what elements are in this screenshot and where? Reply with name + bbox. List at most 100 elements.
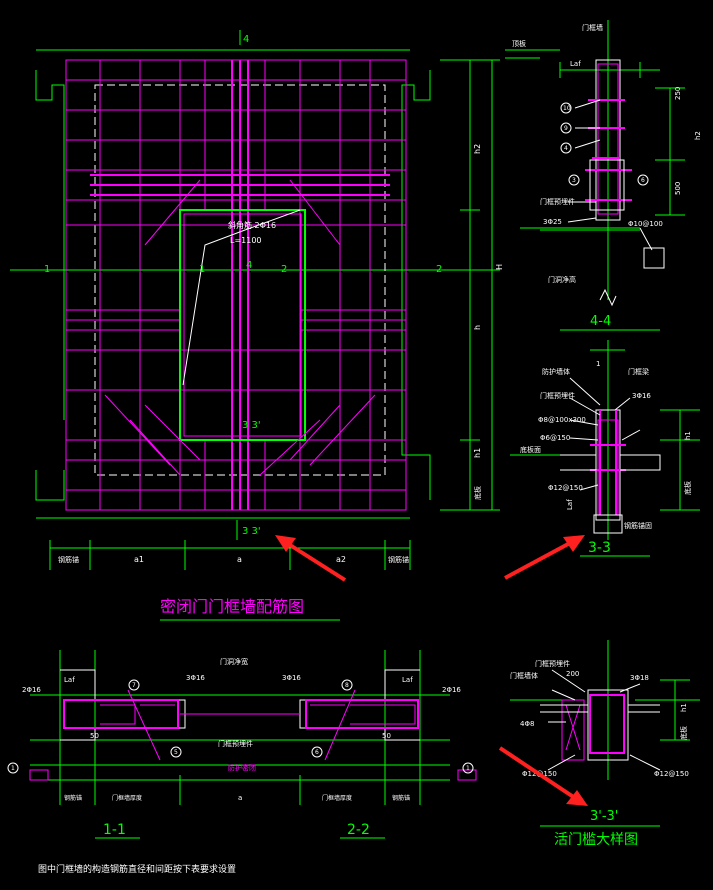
section-44-lines — [505, 20, 660, 300]
circle-1-left-label: 1 — [11, 765, 15, 772]
plan-left-tag — [29, 769, 49, 781]
section-44-250: 250 — [674, 87, 682, 100]
dim-h-total: h — [473, 325, 482, 330]
section-mark-left-inner: 1 — [199, 264, 205, 275]
section-33-floor-label: 底板面 — [520, 445, 541, 454]
plan-top-label: 门洞净宽 — [220, 657, 248, 666]
section-3p-3p: 门框预埋件 门框墙体 200 3Φ18 4Φ8 Φ12@150 Φ12@150 … — [510, 640, 700, 848]
section-3p-stirrups — [561, 699, 585, 761]
section-33-bar-c: Φ6@150 — [540, 434, 570, 442]
plan-door-label: 防护密闭 — [228, 763, 256, 772]
section-33-leaders — [569, 377, 641, 491]
circle-1-left-icon — [7, 762, 19, 774]
section-33-beam-label: 门框梁 — [628, 367, 649, 376]
arrow-33-head — [563, 535, 585, 552]
section-44-wall — [595, 59, 621, 221]
section-mark-top: 4 — [243, 34, 249, 45]
section-44-detail-box — [643, 247, 665, 269]
section-3p-floor: 底板 — [679, 726, 688, 740]
dim-h1: h1 — [473, 448, 482, 458]
section-44-h2: h2 — [694, 131, 702, 140]
section-44-top: 门框墙 — [582, 23, 603, 32]
plan-bar-left: 2Φ16 — [22, 686, 41, 694]
section-33-anchor: 钢筋锚固 — [624, 521, 652, 530]
section-1-1-2-2: 7 8 5 6 1 1 门洞净宽 Laf Laf 2Φ16 2Φ16 3Φ16 … — [7, 650, 477, 839]
wall-outline-right — [401, 70, 431, 500]
section-44-frame: 门框预埋件 — [540, 197, 575, 206]
wall-outline-left — [35, 70, 65, 501]
rebar-note-line2: L=1100 — [230, 236, 262, 245]
circle-6-icon — [637, 174, 649, 186]
section-33-laf: Laf — [566, 499, 574, 510]
section-33-stirrups — [590, 410, 626, 515]
section-mark-right: 2 — [436, 264, 442, 275]
section-mark-center: 4 — [246, 260, 252, 271]
plan-laf-right: Laf — [402, 676, 413, 684]
dim-h: H — [495, 264, 504, 270]
door-rebar-ring — [183, 213, 302, 437]
circle-5-label: 5 — [174, 749, 178, 756]
arrow-main-line — [288, 543, 347, 582]
section-3p-wall — [587, 689, 629, 761]
plan-laf-left: Laf — [64, 676, 75, 684]
section-3p-200: 200 — [566, 670, 579, 678]
section-3p-title: 3'-3' — [590, 809, 618, 824]
section-44-bar-b: Φ10@100 — [628, 220, 663, 228]
main-elevation: 4 4 1 2 1 2 3 3' 3 3' 斜角筋 2Φ16 L=1100 h2… — [10, 30, 504, 621]
plan-right-rebar — [305, 699, 419, 729]
section-33-floor-right: 底板 — [683, 481, 692, 495]
dim-floor: 底板 — [473, 486, 482, 500]
arrow-3p-head — [566, 790, 588, 806]
section-3p-subtitle: 活门槛大样图 — [554, 832, 638, 848]
plan-dim-right-anchor: 钢筋锚 — [392, 794, 410, 802]
section-44-rebar — [597, 63, 619, 215]
circle-8-icon — [341, 679, 353, 691]
circle-5-icon — [170, 746, 182, 758]
wall-rebar-outer — [65, 59, 407, 511]
footnote: 图中门框墙的构造钢筋直径和间距按下表要求设置 — [38, 863, 236, 875]
section-2-2-title: 2-2 — [347, 822, 370, 838]
circle-1-right-icon — [462, 762, 474, 774]
section-mark-left: 1 — [44, 264, 50, 275]
bottom-dimension-string — [49, 540, 411, 570]
rebar-note-leader — [182, 209, 301, 386]
section-44-stirrups — [585, 99, 632, 201]
rebar-note-line1: 斜角筋 2Φ16 — [228, 220, 276, 230]
plan-dim-left-wall: 门框墙厚度 — [112, 794, 142, 802]
section-33-wall-label: 防护墙体 — [542, 367, 570, 376]
section-44-dims — [655, 87, 685, 216]
circle-10-icon — [560, 102, 572, 114]
dim-a1: a1 — [134, 555, 144, 564]
section-3p-rebar — [589, 694, 625, 754]
plan-50-left: 50 — [90, 732, 99, 740]
plan-frame-label: 门框预埋件 — [218, 739, 253, 748]
dim-h2: h2 — [473, 144, 482, 154]
vertical-main-bars — [231, 60, 249, 510]
circle-1-right-label: 1 — [466, 765, 470, 772]
section-mark-bottom-inner: 3 3' — [242, 420, 261, 431]
section-3p-floor — [540, 704, 660, 713]
section-1-1-title: 1-1 — [103, 822, 126, 838]
arrow-33-line — [504, 541, 571, 580]
section-44-laf: Laf — [570, 60, 581, 68]
plan-right-tag — [457, 769, 477, 781]
plan-inner-rebars — [100, 689, 416, 761]
section-3p-leaders — [547, 669, 661, 771]
section-3p-bar-b: 4Φ8 — [520, 720, 534, 728]
section-33-bar-a: 3Φ16 — [632, 392, 651, 400]
right-dimension-string — [440, 59, 500, 511]
red-callout-arrows — [275, 535, 588, 806]
arrow-3p-line — [498, 746, 577, 800]
dim-side-left: 钢筋锚 — [58, 555, 79, 564]
plan-bar-right: 2Φ16 — [442, 686, 461, 694]
plan-50-right: 50 — [382, 732, 391, 740]
section-33-floor — [560, 454, 661, 471]
section-44-leaders — [567, 99, 653, 251]
plan-bar-mid-right: 3Φ16 — [282, 674, 301, 682]
section-3p-top: 门框预埋件 — [535, 659, 570, 668]
circle-4-icon — [560, 142, 572, 154]
dim-side-right: 钢筋锚 — [388, 555, 409, 564]
circle-10-label: 10 — [563, 105, 571, 112]
circle-8-label: 8 — [345, 682, 349, 689]
